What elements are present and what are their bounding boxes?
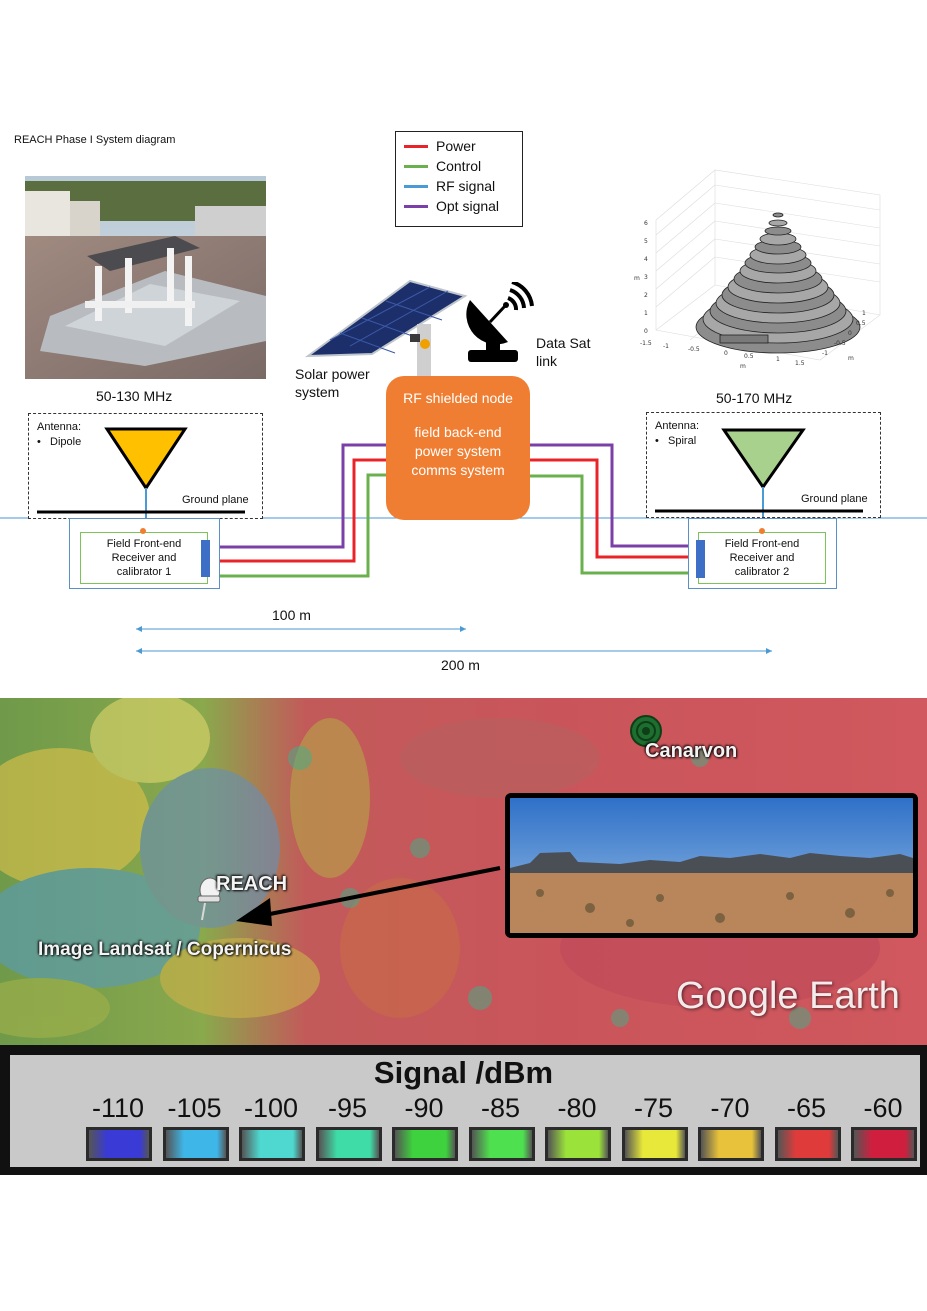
signal-level-swatch — [163, 1127, 229, 1161]
left-antenna-box: Antenna: • Dipole Ground plane — [28, 413, 263, 519]
node-line: field back-end — [386, 423, 530, 442]
signal-level-label: -110 — [83, 1093, 153, 1124]
google-earth-watermark: Google Earth — [676, 975, 900, 1018]
rf-shielded-node: RF shielded node field back-end power sy… — [386, 376, 530, 520]
signal-level-swatch — [316, 1127, 382, 1161]
signal-level-label: -70 — [695, 1093, 765, 1124]
signal-level-label: -85 — [466, 1093, 536, 1124]
landscape-photo — [505, 793, 918, 938]
signal-level-label: -80 — [542, 1093, 612, 1124]
signal-level-swatch — [469, 1127, 535, 1161]
signal-level-swatch — [392, 1127, 458, 1161]
right-connector-block — [696, 540, 705, 578]
distance-200-label: 200 m — [441, 657, 480, 673]
left-connector-dot — [140, 528, 146, 534]
canarvon-label: Canarvon — [645, 740, 737, 763]
signal-level-swatch — [775, 1127, 841, 1161]
imagery-credit: Image Landsat / Copernicus — [38, 939, 291, 961]
signal-level-swatch — [86, 1127, 152, 1161]
signal-level-label: -105 — [160, 1093, 230, 1124]
signal-level-swatch — [545, 1127, 611, 1161]
signal-level-swatch — [698, 1127, 764, 1161]
signal-level-swatch — [851, 1127, 917, 1161]
right-antenna-box: Antenna: • Spiral Ground plane — [646, 412, 881, 518]
signal-level-label: -100 — [236, 1093, 306, 1124]
right-connector-dot — [759, 528, 765, 534]
spiral-antenna-triangle — [724, 430, 803, 487]
cable-lines — [0, 0, 927, 700]
node-line: power system — [386, 442, 530, 461]
left-connector-block — [201, 540, 210, 577]
distance-100-label: 100 m — [272, 607, 311, 623]
signal-level-label: -65 — [772, 1093, 842, 1124]
signal-level-swatch — [622, 1127, 688, 1161]
reach-site-label: REACH — [216, 873, 287, 896]
signal-level-label: -95 — [313, 1093, 383, 1124]
node-line: comms system — [386, 461, 530, 480]
node-title: RF shielded node — [386, 390, 530, 406]
signal-legend-title: Signal /dBm — [0, 1055, 927, 1091]
signal-level-label: -90 — [389, 1093, 459, 1124]
signal-level-label: -75 — [619, 1093, 689, 1124]
dipole-antenna-triangle — [107, 429, 185, 488]
signal-level-label: -60 — [848, 1093, 918, 1124]
signal-level-swatch — [239, 1127, 305, 1161]
